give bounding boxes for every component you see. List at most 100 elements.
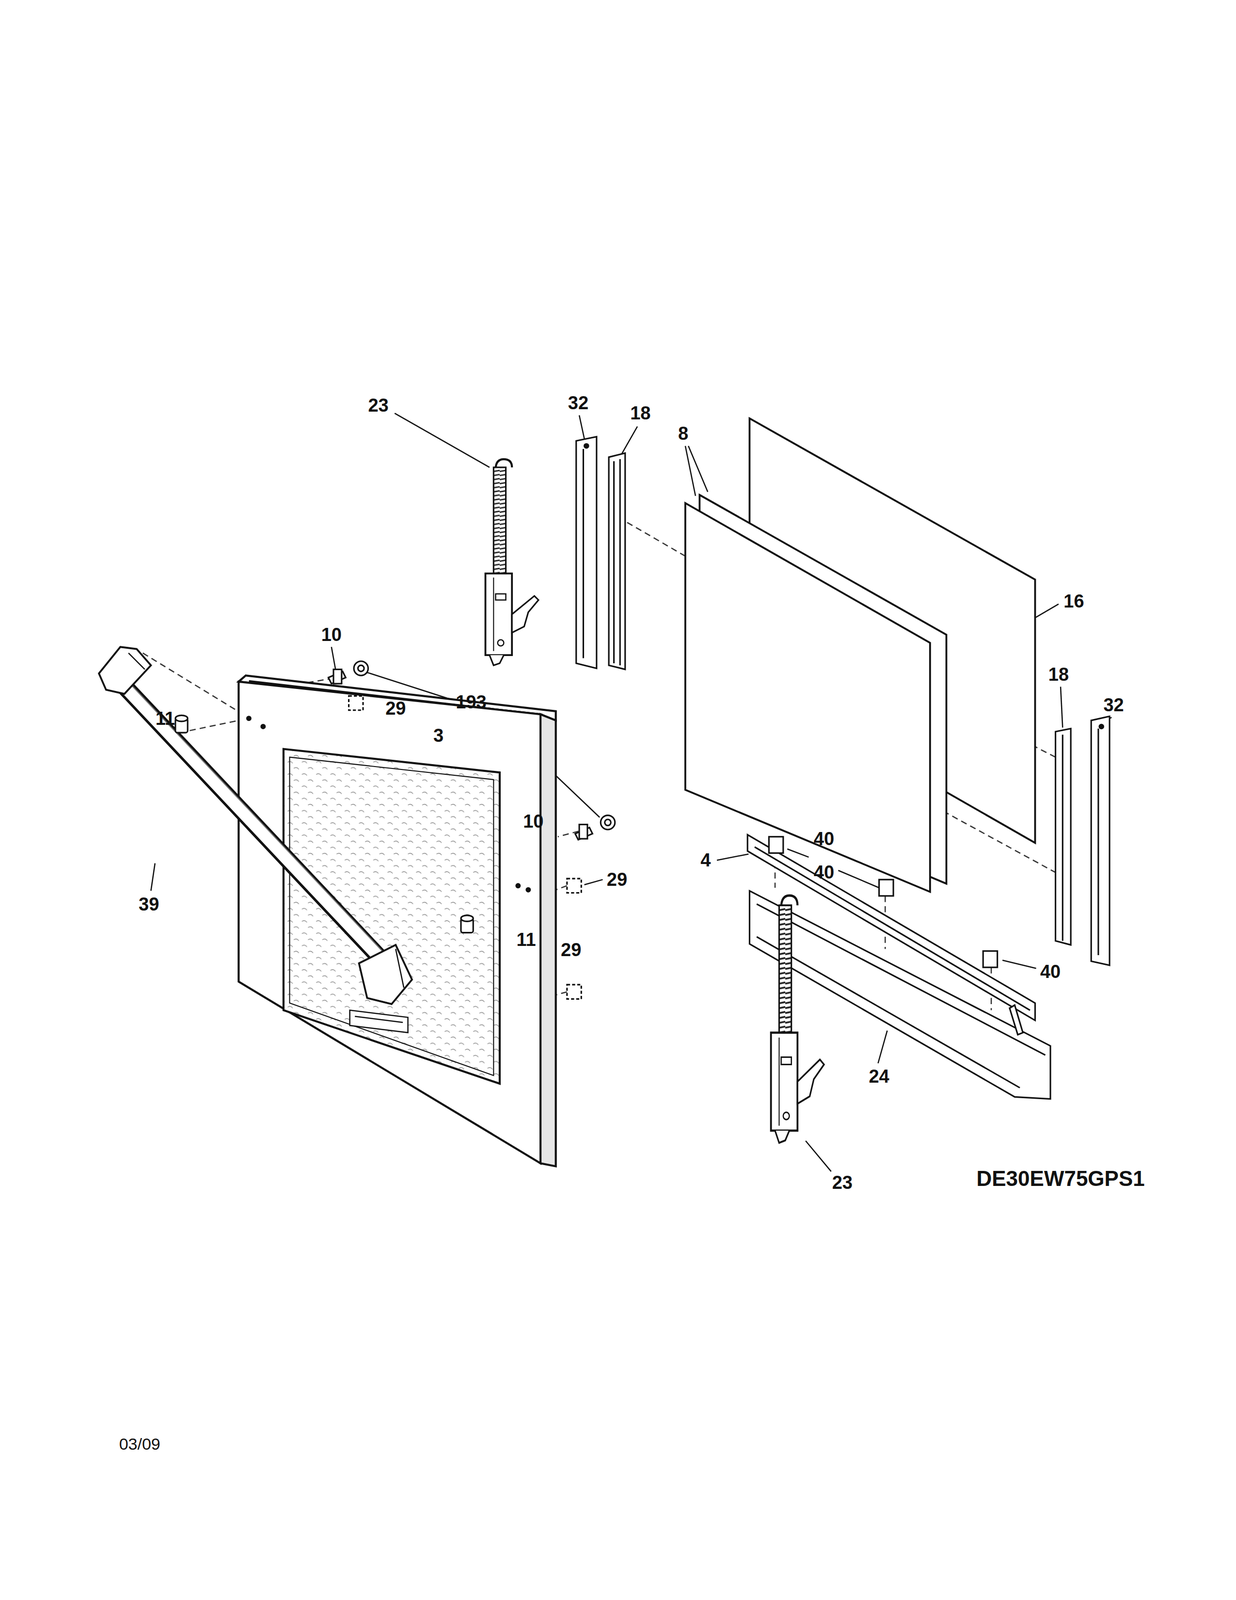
door-illustration-part (98, 412, 1112, 1172)
hinge-top (485, 459, 539, 666)
dashed-guides-part (555, 991, 568, 995)
callout-number: 23 (367, 396, 389, 415)
door-panel (238, 675, 556, 1166)
fasteners-part (175, 714, 188, 722)
callout-number: 40 (813, 829, 835, 848)
callout-number: 23 (832, 1172, 853, 1192)
side-channels-part (608, 452, 626, 669)
dashed-guides-part (555, 885, 568, 890)
door-panel-part (516, 883, 521, 888)
door-handle-part (128, 652, 145, 670)
fasteners-part (567, 984, 582, 999)
door-panel-part (354, 1015, 403, 1023)
leader-lines-part (716, 854, 749, 861)
leader-lines-part (394, 412, 490, 468)
callout-number: 29 (606, 870, 628, 889)
leader-lines-part (331, 646, 336, 669)
side-channels-part (576, 436, 597, 669)
door-handle-part (120, 673, 396, 966)
door-handle-part (114, 675, 393, 971)
side-channels-part (1055, 728, 1072, 945)
door-panel-part (289, 757, 494, 1076)
callout-number: 11 (155, 709, 175, 728)
callout-number: 32 (1103, 695, 1124, 714)
callout-number: 29 (385, 698, 406, 718)
leader-lines-part (1060, 686, 1063, 728)
side-channels-part (582, 448, 585, 658)
leader-lines (150, 412, 1112, 1172)
door-handle-part (359, 944, 412, 1004)
callout-number: 18 (630, 403, 651, 423)
bottom-channels-part (879, 879, 894, 896)
fasteners-part (579, 824, 588, 839)
door-panel-part (261, 724, 266, 729)
dashed-guides-part (627, 522, 686, 556)
fasteners-part (567, 878, 582, 893)
callout-number: 18 (1048, 665, 1069, 684)
leader-lines-part (878, 1030, 888, 1063)
leader-lines-part (584, 879, 603, 885)
door-panel-part (526, 887, 531, 892)
door-handle-part (98, 646, 151, 694)
fasteners-part (460, 915, 474, 922)
leader-lines-part (688, 445, 708, 492)
leader-lines-part (620, 426, 638, 456)
callout-number: 40 (1040, 962, 1061, 981)
bottom-channels-part (982, 950, 998, 967)
door-panel-part (283, 748, 500, 1084)
bottom-channels-part (768, 836, 783, 854)
leader-lines-part (805, 1140, 832, 1172)
bottom-channels-part (754, 846, 1030, 1011)
callout-number: 4 (700, 850, 711, 870)
fasteners-part (333, 669, 342, 684)
side-channels-part (1061, 734, 1064, 941)
side-channels-part (584, 443, 589, 448)
fasteners-part (353, 661, 368, 676)
callout-number: 10 (522, 811, 544, 831)
fasteners-part (600, 815, 615, 830)
callout-number: 193 (455, 692, 487, 712)
callout-number: 39 (138, 894, 159, 914)
callout-number: 3 (433, 726, 444, 745)
callout-number: 29 (560, 940, 582, 959)
glass-panels-part (685, 503, 931, 892)
side-channels-part (1097, 728, 1099, 955)
leader-lines-part (787, 848, 809, 857)
leader-lines-part (685, 445, 696, 496)
callout-number: 11 (516, 930, 537, 949)
side-channels-part (1091, 715, 1110, 966)
hinge-bottom-part (771, 895, 824, 1143)
callout-number: 8 (678, 424, 689, 443)
door-panel-part (238, 681, 541, 1163)
leader-lines-part (1033, 603, 1059, 618)
leader-lines-part (579, 415, 585, 439)
bottom-channels-part (1009, 1004, 1023, 1035)
callout-number: 24 (868, 1066, 889, 1086)
callout-number: 40 (813, 862, 835, 882)
leader-lines-part (150, 862, 155, 891)
door-panel-part (540, 713, 556, 1166)
revision-date: 03/09 (119, 1435, 161, 1452)
leader-lines-part (838, 870, 879, 888)
side-channels-part (613, 460, 615, 664)
leader-lines-part (1002, 959, 1036, 968)
fasteners (175, 661, 616, 999)
hinge-bottom (771, 895, 824, 1143)
door-panel-part (349, 1010, 409, 1033)
glass-panels (685, 418, 1036, 892)
door-handle-part (114, 675, 393, 971)
fasteners-part (357, 665, 365, 672)
door-panel-part (246, 715, 251, 720)
door-handle (98, 646, 412, 1004)
callout-number: 32 (568, 393, 589, 412)
fasteners-part (604, 819, 612, 826)
callout-number: 16 (1063, 591, 1084, 611)
hinge-top-part (485, 459, 539, 666)
callout-number: 10 (321, 625, 342, 644)
side-channels-part (619, 459, 621, 666)
fasteners-part (348, 695, 364, 710)
model-number: DE30EW75GPS1 (976, 1167, 1145, 1189)
side-channels-part (1099, 724, 1104, 729)
